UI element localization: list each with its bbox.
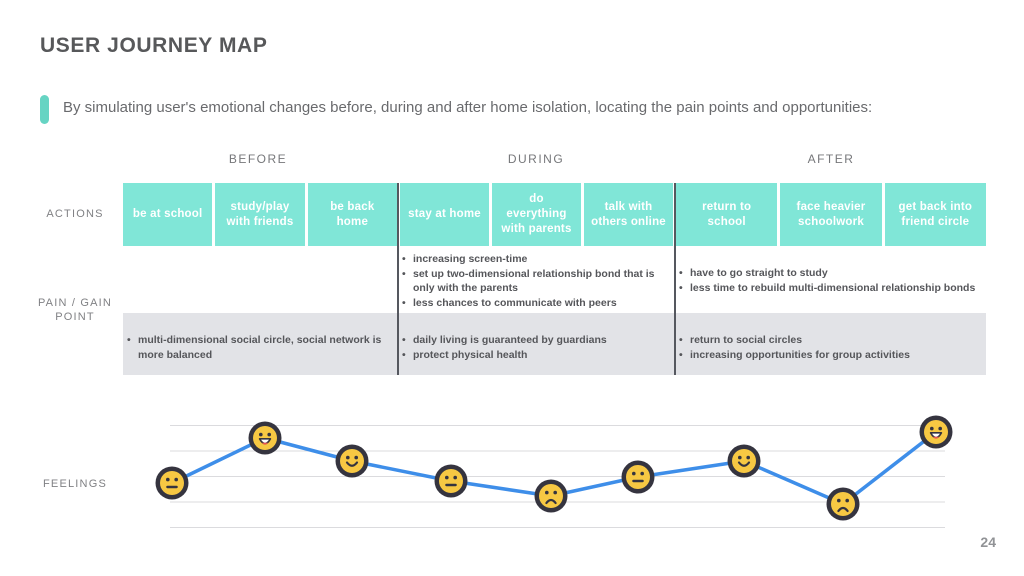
emoji-smile-icon <box>335 444 369 478</box>
bullet-item: less chances to communicate with peers <box>402 296 674 311</box>
gain-points-before: multi-dimensional social circle, social … <box>127 333 395 362</box>
bullet-item: increasing opportunities for group activ… <box>679 348 991 363</box>
emoji-grin-icon <box>919 415 953 449</box>
action-cell: return to school <box>676 183 778 246</box>
subtitle-row: By simulating user's emotional changes b… <box>40 95 872 124</box>
bullet-item: have to go straight to study <box>679 266 991 281</box>
row-label-actions: ACTIONS <box>46 208 104 220</box>
phase-label-before: BEFORE <box>228 152 288 166</box>
page-title: USER JOURNEY MAP <box>40 34 268 57</box>
page-number: 24 <box>980 534 996 550</box>
action-cell: face heavier schoolwork <box>780 183 882 246</box>
row-label-pain-gain-line1: PAIN / GAIN <box>37 297 113 309</box>
row-label-pain-gain: PAIN / GAIN POINT <box>20 296 130 325</box>
action-cell: be back home <box>307 183 397 246</box>
divider-before-during <box>397 183 399 375</box>
bullet-item: set up two-dimensional relationship bond… <box>402 267 674 296</box>
pain-points-after: have to go straight to study less time t… <box>679 266 991 295</box>
phase-label-after: AFTER <box>807 152 855 166</box>
actions-group-during: stay at home do everything with parents … <box>400 183 673 246</box>
gain-points-during: daily living is guaranteed by guardians … <box>402 333 674 362</box>
phase-label-during: DURING <box>507 152 565 166</box>
action-cell: get back into friend circle <box>884 183 986 246</box>
emoji-smile-icon <box>727 444 761 478</box>
divider-during-after <box>674 183 676 375</box>
bullet-item: return to social circles <box>679 333 991 348</box>
action-cell: do everything with parents <box>492 183 581 246</box>
bullet-item: less time to rebuild multi-dimensional r… <box>679 281 991 296</box>
slide-subtitle: By simulating user's emotional changes b… <box>63 99 873 116</box>
emoji-neutral-icon <box>434 464 468 498</box>
row-label-pain-gain-line2: POINT <box>55 311 95 324</box>
feelings-line <box>170 430 938 506</box>
action-cell: be at school <box>123 183 213 246</box>
bullet-item: daily living is guaranteed by guardians <box>402 333 674 348</box>
emoji-neutral-icon <box>155 466 189 500</box>
bullet-item: multi-dimensional social circle, social … <box>127 333 395 362</box>
action-cell: talk with others online <box>584 183 673 246</box>
emoji-grin-icon <box>248 421 282 455</box>
accent-bar <box>40 95 49 124</box>
bullet-item: increasing screen-time <box>402 252 674 267</box>
row-label-feelings: FEELINGS <box>42 478 107 490</box>
emoji-sad-icon <box>826 487 860 521</box>
actions-group-before: be at school study/play with friends be … <box>123 183 397 246</box>
action-cell: stay at home <box>400 183 489 246</box>
pain-points-during: increasing screen-time set up two-dimens… <box>402 252 674 311</box>
gain-points-after: return to social circles increasing oppo… <box>679 333 991 362</box>
emoji-neutral-icon <box>621 460 655 494</box>
emoji-sad-icon <box>534 479 568 513</box>
action-cell: study/play with friends <box>215 183 305 246</box>
actions-group-after: return to school face heavier schoolwork… <box>676 183 986 246</box>
bullet-item: protect physical health <box>402 348 674 363</box>
